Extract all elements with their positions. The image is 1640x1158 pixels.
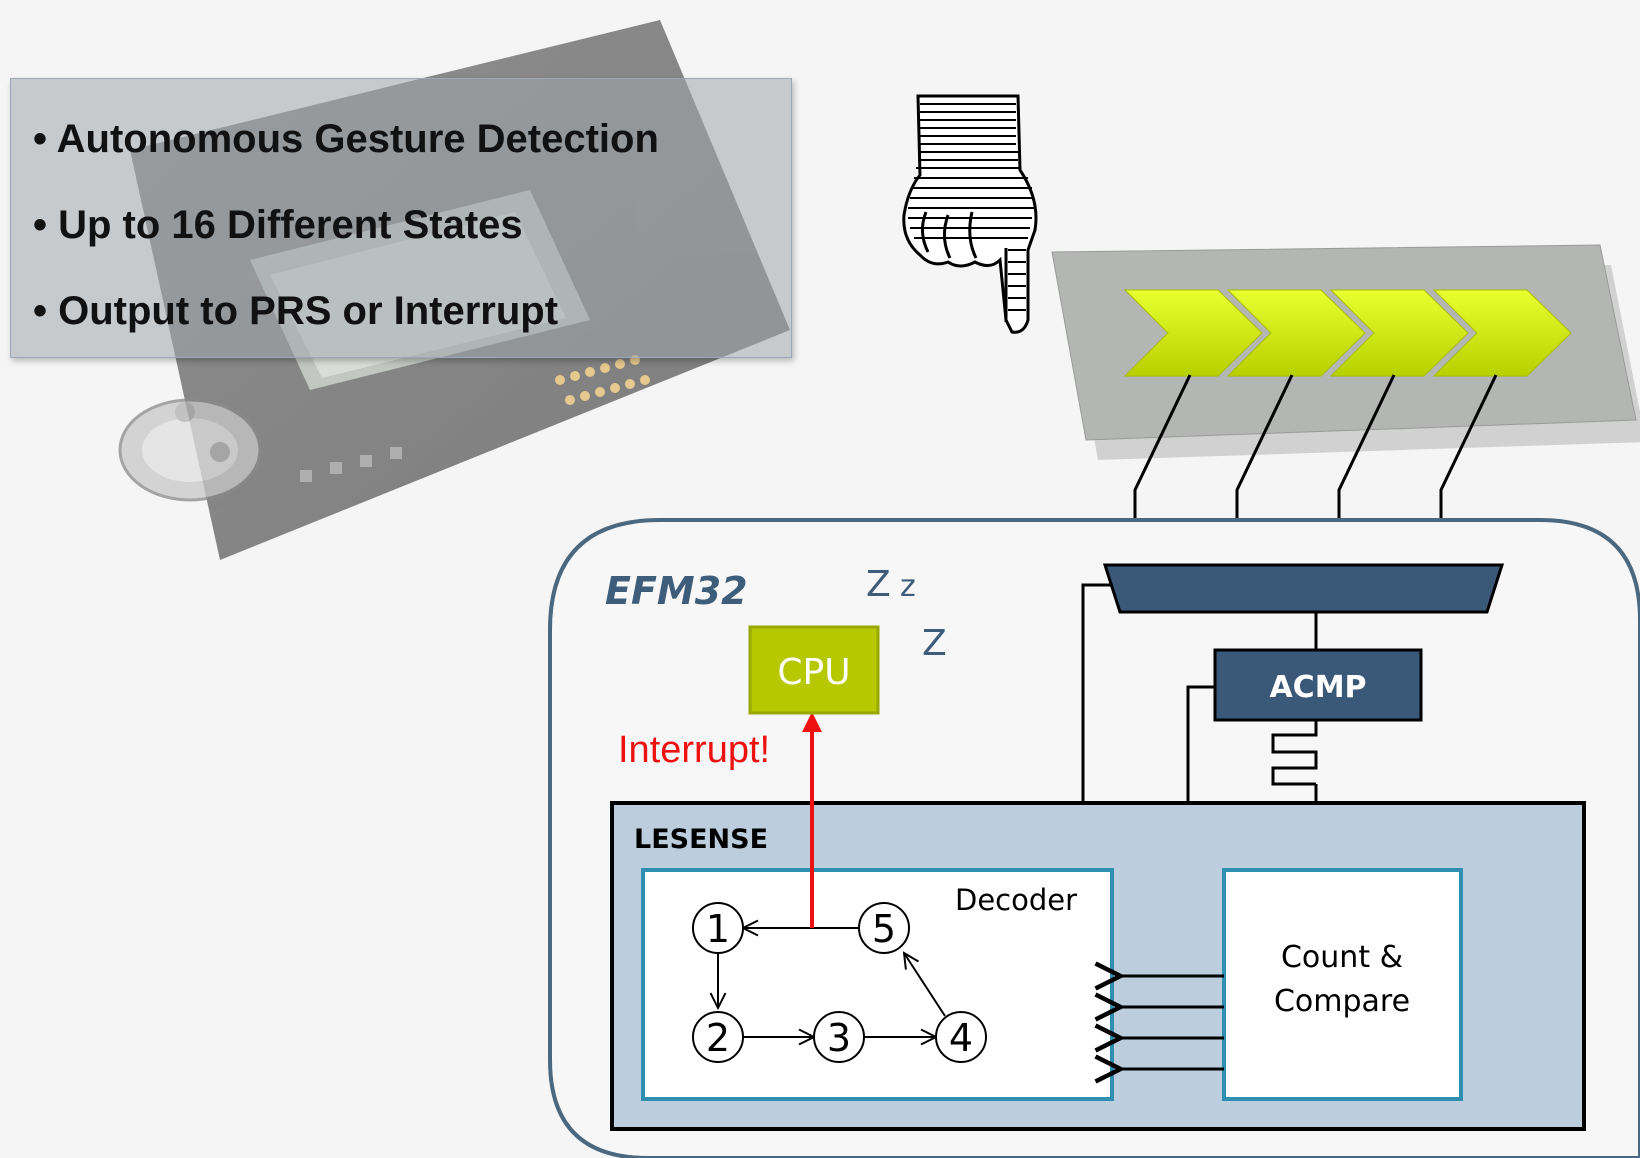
lesense-mux-control-wire <box>1081 583 1112 803</box>
state-machine-graph: 1 2 3 4 5 <box>692 902 987 1063</box>
decoder-label: Decoder <box>955 883 1077 917</box>
state-label-1: 1 <box>706 907 730 951</box>
feature-item-output: • Output to PRS or Interrupt <box>33 289 559 333</box>
sleep-z-lower: Z <box>922 623 947 664</box>
acmp-label: ACMP <box>1269 670 1366 705</box>
state-label-3: 3 <box>827 1016 851 1060</box>
state-node-5 <box>858 902 910 954</box>
state-label-2: 2 <box>706 1016 730 1060</box>
lesense-acmp-control-wire <box>1186 685 1215 803</box>
count-compare-block <box>1222 868 1463 1101</box>
cpu-block <box>748 625 880 715</box>
touch-slider-icon <box>1051 244 1640 460</box>
state-node-1 <box>692 902 744 954</box>
state-node-4 <box>935 1011 987 1063</box>
transition-4-5 <box>904 953 946 1017</box>
efm32-chip-label: EFM32 <box>605 569 748 613</box>
sleep-z-small: z <box>900 569 916 604</box>
state-label-5: 5 <box>872 907 896 951</box>
lesense-label: LESENSE <box>634 824 768 855</box>
count-to-decoder-arrows <box>1118 976 1224 1069</box>
interrupt-label: Interrupt! <box>618 729 770 771</box>
cpu-label: CPU <box>777 652 850 693</box>
coin-cell-holder <box>118 398 262 502</box>
acmp-block <box>1213 648 1423 722</box>
sleep-z-big: Z <box>866 564 891 605</box>
feature-item-states: • Up to 16 Different States <box>33 203 523 247</box>
count-compare-line2: Compare <box>1274 984 1410 1019</box>
feature-item-gesture: • Autonomous Gesture Detection <box>33 117 659 161</box>
state-node-2 <box>692 1011 744 1063</box>
state-node-3 <box>813 1011 865 1063</box>
state-label-4: 4 <box>949 1016 973 1060</box>
analog-mux <box>1102 563 1505 614</box>
count-compare-line1: Count & <box>1281 940 1403 975</box>
pointing-hand-icon <box>902 94 1038 334</box>
feature-list-box: • Autonomous Gesture Detection • Up to 1… <box>10 78 792 358</box>
